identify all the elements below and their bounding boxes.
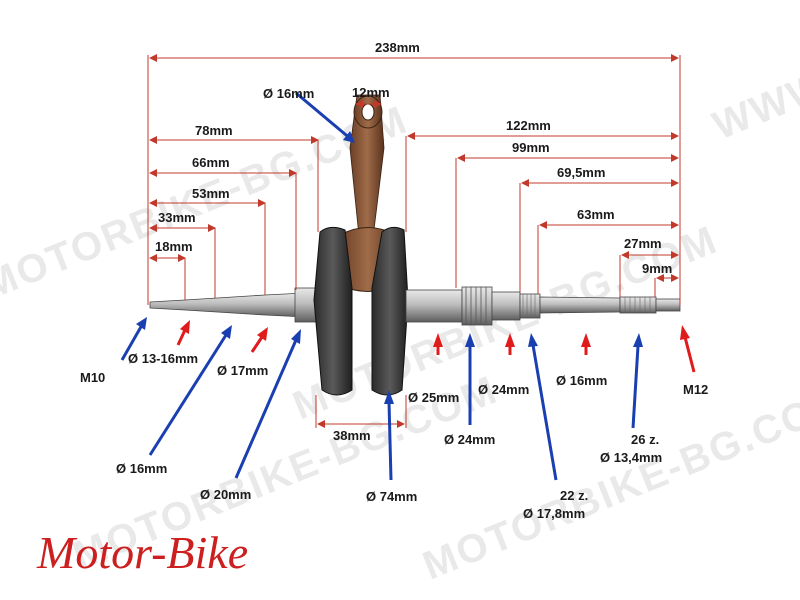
dim-78: 78mm	[195, 123, 233, 138]
callout-taper: Ø 13-16mm	[128, 351, 198, 366]
spline-26-lines	[624, 297, 651, 313]
callout-spline26-diameter: Ø 13,4mm	[600, 450, 662, 465]
callout-spline22-diameter: Ø 17,8mm	[523, 506, 585, 521]
callout-labels: Ø 16mm M10 Ø 13-16mm Ø 17mm Ø 16mm Ø 20m…	[80, 86, 708, 521]
right-main-journal	[405, 289, 463, 323]
right-crank-web	[371, 226, 409, 396]
dim-38: 38mm	[333, 428, 371, 443]
spline-26	[619, 296, 657, 314]
callout-d16-left: Ø 16mm	[116, 461, 167, 476]
threaded-section	[461, 286, 493, 326]
dim-33: 33mm	[158, 210, 196, 225]
dim-69-5: 69,5mm	[557, 165, 605, 180]
crankshaft	[149, 94, 681, 396]
dim-122: 122mm	[506, 118, 551, 133]
callout-d74: Ø 74mm	[366, 489, 417, 504]
spline-22-lines	[522, 294, 536, 318]
dimension-labels: 238mm 78mm 66mm 53mm 33mm 18mm 12mm 122m…	[155, 40, 672, 443]
callout-spline22-count: 22 z.	[560, 488, 588, 503]
callout-d24-a: Ø 24mm	[444, 432, 495, 447]
dim-53: 53mm	[192, 186, 230, 201]
left-taper-shaft	[149, 292, 306, 318]
right-shaft-16	[539, 296, 621, 314]
callout-d17: Ø 17mm	[217, 363, 268, 378]
dim-9: 9mm	[642, 261, 672, 276]
dim-12: 12mm	[352, 85, 390, 100]
dim-99: 99mm	[512, 140, 550, 155]
dim-66: 66mm	[192, 155, 230, 170]
callout-d20: Ø 20mm	[200, 487, 251, 502]
thread-lines	[465, 287, 487, 325]
callout-arrows	[120, 91, 696, 481]
dim-63: 63mm	[577, 207, 615, 222]
callout-pin: Ø 16mm	[263, 86, 314, 101]
dimension-lines	[147, 54, 681, 428]
dim-18: 18mm	[155, 239, 193, 254]
callout-d24-b: Ø 24mm	[478, 382, 529, 397]
dim-overall: 238mm	[375, 40, 420, 55]
left-crank-web	[313, 226, 353, 396]
m12-thread-end	[655, 298, 681, 312]
callout-d16-right: Ø 16mm	[556, 373, 607, 388]
dim-27: 27mm	[624, 236, 662, 251]
callout-m12: M12	[683, 382, 708, 397]
brand-logo-text: Motor-Bike	[36, 527, 248, 578]
callout-d25: Ø 25mm	[408, 390, 459, 405]
watermark-5: WWW.MO	[707, 33, 800, 148]
seal-journal	[491, 291, 521, 321]
left-bearing-journal	[294, 287, 318, 323]
callout-spline26-count: 26 z.	[631, 432, 659, 447]
callout-m10: M10	[80, 370, 105, 385]
